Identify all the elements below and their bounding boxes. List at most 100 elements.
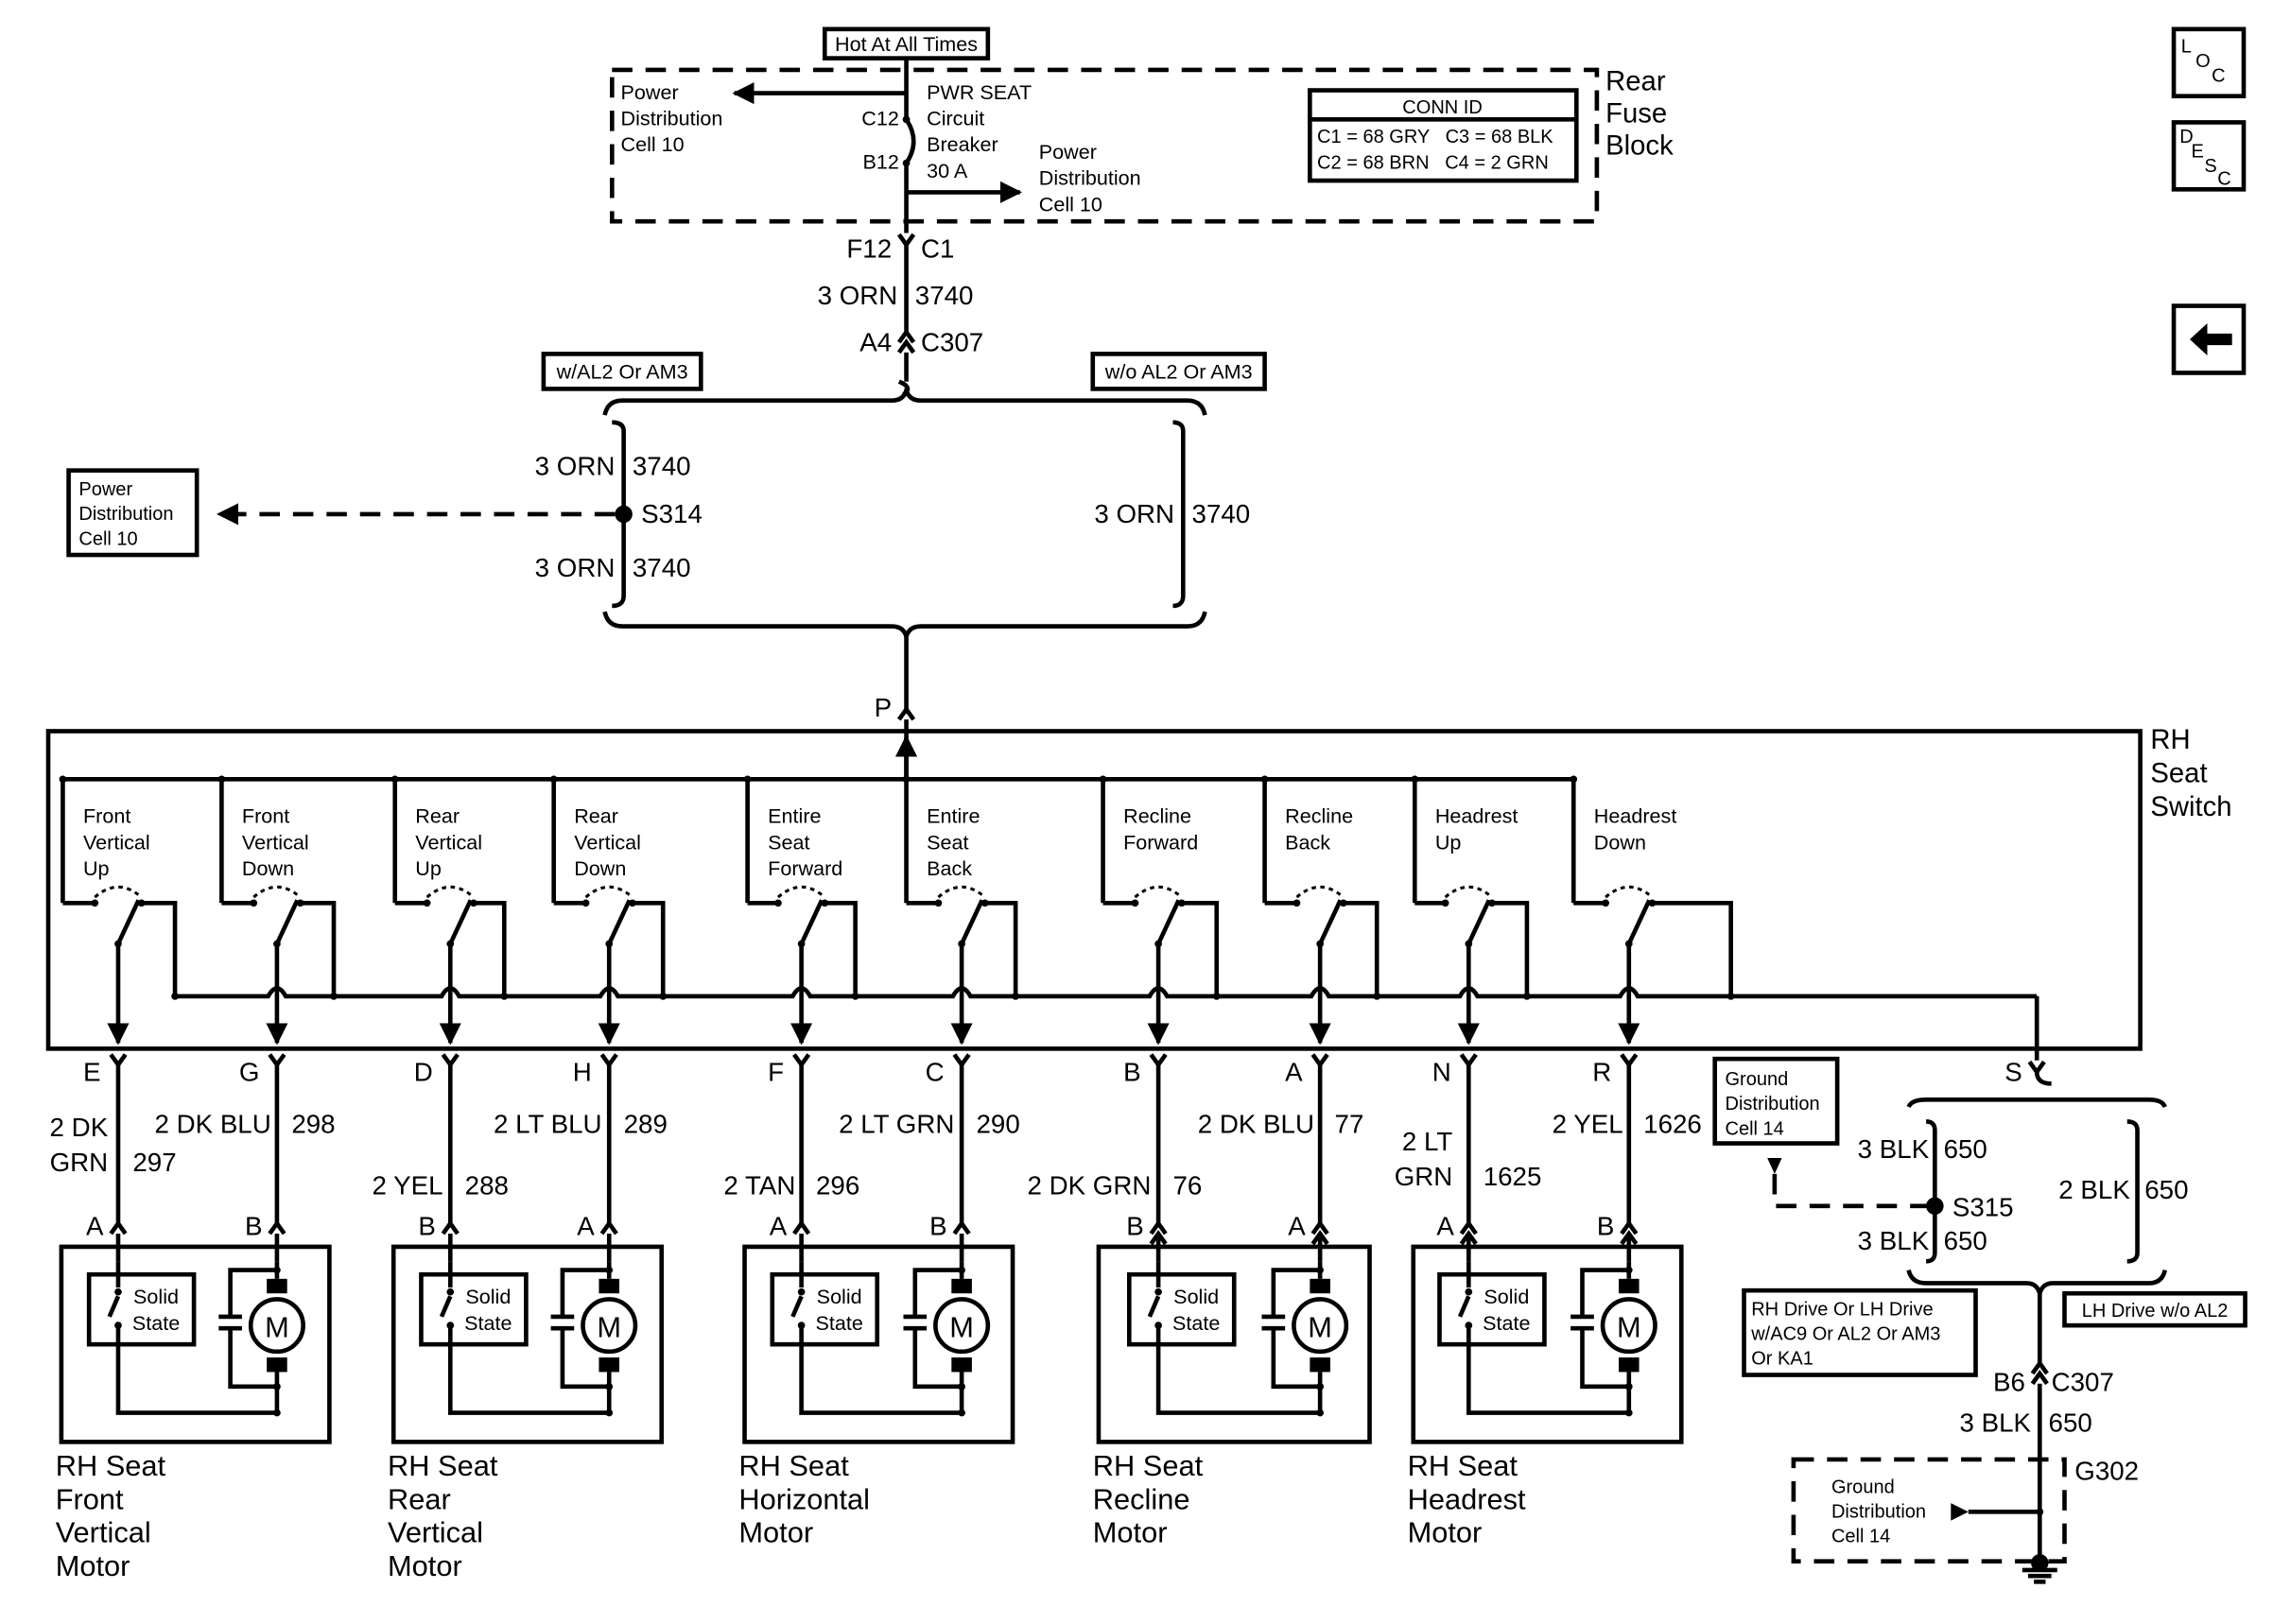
ground-option-label-left-text: RH Drive Or LH Drive w/AC9 Or AL2 Or AM3… [1750,1299,1940,1369]
option-brace-lower [602,611,1207,645]
connector-c307: C307 [921,327,983,356]
wire-color-label: 2 DK BLU [1198,1110,1314,1139]
switch-section-label: Back [927,856,972,880]
wire-color-label: 3 BLK [1858,1226,1930,1255]
svg-text:Cell 14: Cell 14 [1831,1527,1890,1547]
option-label-without-text: w/o AL2 Or AM3 [1104,360,1253,384]
circuit-number-label: 650 [1944,1226,1987,1255]
svg-text:State: State [815,1311,862,1335]
circuit-number-label: 290 [977,1110,1020,1139]
pin-b6: B6 [1993,1367,2025,1396]
motor-name-label: RH Seat [388,1449,498,1482]
switch-section-label: Up [83,856,110,880]
wire-color-label: 2 DK BLU [155,1110,271,1139]
switch-section-label: Recline [1285,804,1353,828]
wire-3740-right [1172,420,1186,609]
svg-text:Rear: Rear [1605,67,1666,97]
circuit-number-label: 298 [291,1110,335,1139]
switch-section-label: Forward [768,856,842,880]
switch-section-label: Up [415,856,442,880]
svg-text:State: State [1172,1311,1220,1335]
motor-name-label: Vertical [388,1516,483,1549]
circuit-number-label: 3740 [633,451,691,480]
ground-option-label-right [2062,1290,2247,1328]
wire-color-label: 2 LT BLU [494,1110,602,1139]
hot-at-all-times-label: Hot At All Times [835,32,978,56]
switch-pin-label: R [1592,1057,1611,1086]
option-label-with-text: w/AL2 Or AM3 [556,360,688,384]
switch-section-label: Entire [768,804,821,828]
ground-option-label-right-text: LH Drive w/o AL2 [2082,1301,2229,1322]
pwr-seat-breaker-label: PWR SEAT Circuit Breaker 30 A [927,80,1032,182]
svg-text:Cell 10: Cell 10 [1039,192,1102,216]
svg-text:Solid: Solid [133,1285,179,1308]
svg-text:Or KA1: Or KA1 [1751,1349,1813,1370]
pin-s: S [2004,1057,2022,1086]
motor-name-label: RH Seat [738,1449,849,1482]
svg-text:O: O [2195,51,2211,72]
wire-color-label: 2 DK [50,1113,109,1142]
switch-section-label: Vertical [415,830,482,854]
switch-section-label: Entire [927,804,980,828]
wire-color-label: 3 BLK [1858,1134,1930,1164]
desc-icon[interactable]: D E S C [2171,120,2247,192]
switch-section-label: Vertical [83,830,150,854]
switch-section-label: Down [242,856,294,880]
ground-g302-label: G302 [2074,1456,2139,1485]
switch-pin-label: N [1432,1057,1451,1086]
wire-650-left [1925,1119,1937,1264]
svg-text:Cell 10: Cell 10 [621,132,685,156]
circuit-breaker-symbol [904,118,916,164]
switch-section-label: Back [1285,830,1330,854]
splice-s315-label: S315 [1952,1193,2014,1222]
motor-symbol [248,1297,305,1355]
circuit-number-label: 297 [132,1148,176,1177]
motor-symbol [1292,1297,1349,1355]
pin-b12: B12 [862,150,898,174]
svg-text:Block: Block [1605,130,1674,161]
svg-text:C: C [2212,65,2225,86]
loc-icon[interactable]: L O C [2171,26,2247,99]
wire-color-label: 2 YEL [1553,1110,1623,1139]
rh-seat-switch-label: RH Seat Switch [2150,725,2231,822]
switch-section-label: Down [574,856,626,880]
switch-pin-label: B [1123,1057,1141,1086]
solid-state-module [419,1271,529,1347]
switch-section-label: Rear [415,804,460,828]
motor-pin-label: B [245,1212,263,1241]
circuit-number-label: 76 [1173,1170,1203,1200]
svg-text:State: State [132,1311,180,1335]
conn-id-title: CONN ID [1402,97,1483,118]
motor-name-label: Rear [388,1482,451,1515]
wire-650-right [2126,1119,2140,1264]
svg-text:Solid: Solid [465,1285,511,1308]
option-label-with [541,352,703,391]
svg-text:Distribution: Distribution [78,504,173,525]
circuit-number-label: 296 [816,1170,859,1200]
svg-text:Distribution: Distribution [621,107,723,130]
svg-text:Power: Power [621,80,679,104]
power-distribution-ref-box [66,468,200,558]
option-brace-upper [602,382,1207,416]
motor-pin-label: A [1288,1212,1306,1241]
circuit-number-label: 3740 [915,281,974,310]
back-arrow-icon[interactable] [2171,303,2247,375]
svg-text:Seat: Seat [2150,758,2207,788]
svg-text:30 A: 30 A [927,159,968,182]
ground-option-brace-upper [1906,1097,2167,1109]
solid-state-module [86,1271,197,1347]
switch-section-label: Vertical [574,830,641,854]
connector-c307: C307 [2052,1367,2114,1396]
conn-id-row: C1 = 68 GRY C3 = 68 BLK [1317,127,1553,147]
